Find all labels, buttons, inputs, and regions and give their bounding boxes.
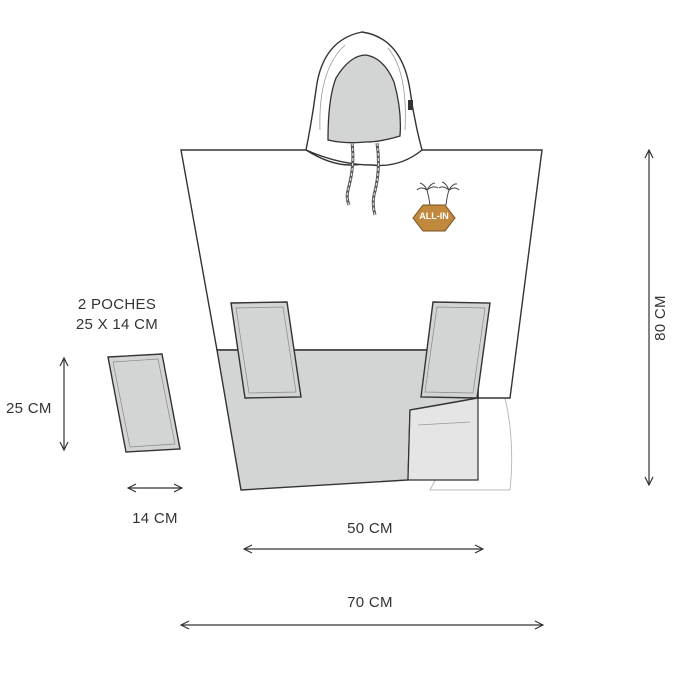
label-tag	[408, 100, 413, 110]
hood-inner	[327, 54, 402, 144]
pockets-size-label: 25 X 14 CM	[75, 316, 159, 333]
palm-trees-icon	[416, 181, 460, 206]
pocket-height-label: 25 CM	[6, 400, 52, 417]
pockets-count-label: 2 POCHES	[77, 296, 157, 313]
detached-pocket	[107, 353, 181, 453]
total-width-label: 70 CM	[347, 594, 393, 611]
logo-text: ALL-IN	[419, 211, 449, 221]
brand-logo	[412, 204, 456, 232]
pocket-width-label: 14 CM	[132, 510, 178, 527]
bottom-width-label: 50 CM	[347, 520, 393, 537]
right-pocket	[420, 301, 491, 399]
folded-corner	[407, 397, 479, 481]
left-pocket	[230, 301, 302, 399]
total-height-label: 80 CM	[652, 295, 669, 341]
